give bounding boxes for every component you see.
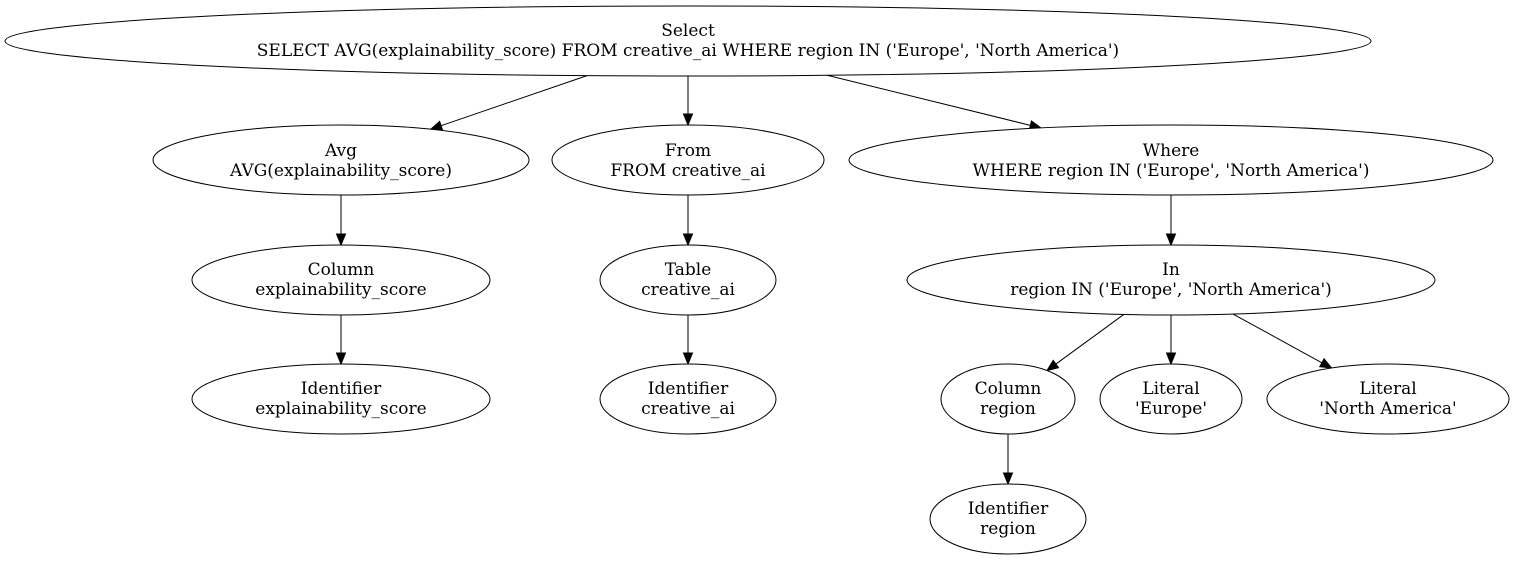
- node-literal-north-america-text: 'North America': [1319, 399, 1456, 419]
- arrowhead-icon: [1002, 472, 1014, 486]
- edges-layer: [335, 74, 1333, 486]
- node-identifier-explainability-score-text: explainability_score: [255, 399, 426, 419]
- node-identifier-explainability-score-shape: [191, 363, 491, 435]
- node-column-region-type: Column: [975, 379, 1042, 399]
- node-in-text: region IN ('Europe', 'North America'): [1010, 280, 1332, 300]
- edge-line: [440, 75, 588, 127]
- node-identifier-creative-ai: Identifier creative_ai: [599, 363, 777, 435]
- node-from: From FROM creative_ai: [551, 124, 825, 196]
- node-identifier-creative-ai-shape: [599, 363, 777, 435]
- node-literal-europe-text: 'Europe': [1135, 399, 1207, 419]
- node-in: In region IN ('Europe', 'North America'): [906, 244, 1436, 316]
- edge-avg-to-column_score: [335, 195, 347, 247]
- edge-in-to-literal_europe: [1165, 315, 1177, 366]
- arrowhead-icon: [682, 352, 694, 366]
- node-from-type: From: [665, 141, 711, 161]
- node-column-explainability-score-shape: [191, 244, 491, 316]
- edge-in-to-literal_na: [1232, 313, 1333, 369]
- node-literal-europe: Literal 'Europe': [1099, 363, 1243, 435]
- arrowhead-icon: [335, 233, 347, 247]
- node-avg-text: AVG(explainability_score): [229, 161, 452, 181]
- arrowhead-icon: [429, 120, 444, 131]
- node-literal-north-america-shape: [1266, 363, 1510, 435]
- node-where-text: WHERE region IN ('Europe', 'North Americ…: [973, 161, 1370, 181]
- node-literal-europe-shape: [1099, 363, 1243, 435]
- node-column-region-text: region: [980, 399, 1036, 419]
- node-select-type: Select: [661, 21, 715, 41]
- node-identifier-region-text: region: [980, 519, 1036, 539]
- node-column-region: Column region: [940, 363, 1076, 435]
- node-identifier-region-type: Identifier: [968, 499, 1049, 519]
- node-from-shape: [551, 124, 825, 196]
- edge-line: [1232, 313, 1323, 364]
- edge-select-to-from: [682, 76, 694, 127]
- node-column-region-shape: [940, 363, 1076, 435]
- node-table-creative-ai-shape: [599, 244, 777, 316]
- arrowhead-icon: [1318, 357, 1333, 369]
- node-identifier-region: Identifier region: [929, 483, 1087, 555]
- edge-where-to-in: [1165, 195, 1177, 247]
- node-avg-type: Avg: [324, 141, 357, 161]
- edge-column_region-to-identifier_region: [1002, 434, 1014, 486]
- edge-line: [826, 74, 1031, 126]
- node-column-explainability-score-type: Column: [308, 260, 375, 280]
- node-where-shape: [848, 124, 1494, 196]
- edge-in-to-column_region: [1045, 314, 1125, 372]
- node-in-type: In: [1162, 260, 1180, 280]
- node-avg-shape: [152, 124, 530, 196]
- node-table-creative-ai-text: creative_ai: [641, 280, 735, 300]
- node-identifier-explainability-score: Identifier explainability_score: [191, 363, 491, 435]
- node-avg: Avg AVG(explainability_score): [152, 124, 530, 196]
- node-select: Select SELECT AVG(explainability_score) …: [4, 5, 1372, 77]
- arrowhead-icon: [335, 352, 347, 366]
- node-where: Where WHERE region IN ('Europe', 'North …: [848, 124, 1494, 196]
- node-where-type: Where: [1143, 141, 1200, 161]
- node-table-creative-ai: Table creative_ai: [599, 244, 777, 316]
- arrowhead-icon: [1165, 233, 1177, 247]
- edge-column_score-to-identifier_score: [335, 315, 347, 366]
- node-literal-north-america-type: Literal: [1359, 379, 1416, 399]
- node-identifier-creative-ai-type: Identifier: [648, 379, 729, 399]
- arrowhead-icon: [682, 233, 694, 247]
- edge-line: [1055, 314, 1125, 365]
- node-select-shape: [4, 5, 1372, 77]
- arrowhead-icon: [682, 113, 694, 127]
- arrowhead-icon: [1165, 352, 1177, 366]
- node-literal-europe-type: Literal: [1142, 379, 1199, 399]
- edge-from-to-table_creative: [682, 195, 694, 247]
- node-identifier-creative-ai-text: creative_ai: [641, 399, 735, 419]
- edge-select-to-where: [826, 74, 1043, 131]
- edge-select-to-avg: [429, 75, 588, 131]
- node-column-explainability-score-text: explainability_score: [255, 280, 426, 300]
- node-column-explainability-score: Column explainability_score: [191, 244, 491, 316]
- node-select-text: SELECT AVG(explainability_score) FROM cr…: [257, 41, 1119, 61]
- node-identifier-region-shape: [929, 483, 1087, 555]
- edge-table_creative-to-identifier_creative: [682, 315, 694, 366]
- node-table-creative-ai-type: Table: [665, 260, 712, 280]
- node-identifier-explainability-score-type: Identifier: [301, 379, 382, 399]
- arrowhead-icon: [1045, 359, 1060, 372]
- node-literal-north-america: Literal 'North America': [1266, 363, 1510, 435]
- node-from-text: FROM creative_ai: [610, 161, 766, 181]
- node-in-shape: [906, 244, 1436, 316]
